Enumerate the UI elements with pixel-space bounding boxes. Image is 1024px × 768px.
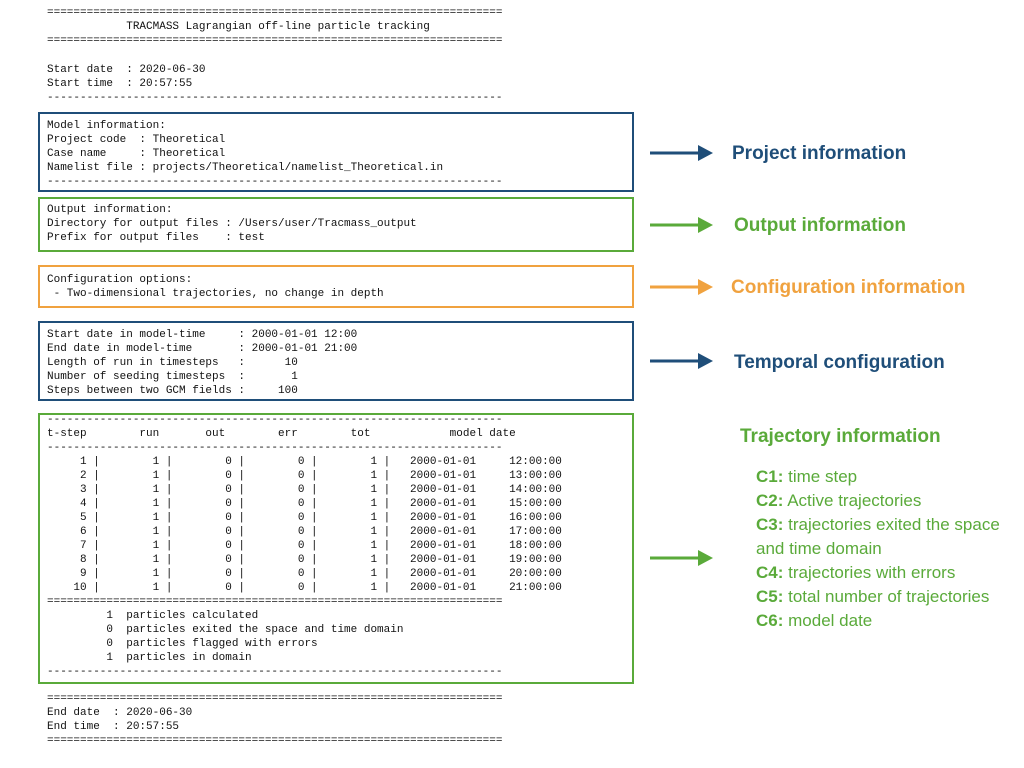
legend-item-c2: C2: Active trajectories (756, 489, 1006, 513)
output-info-block: Output information: Directory for output… (47, 204, 417, 244)
project-arrow-icon (650, 145, 713, 161)
legend-text: time step (783, 467, 858, 486)
project-info-label: Project information (732, 143, 907, 164)
legend-code: C5: (756, 587, 784, 606)
legend-text: trajectories with errors (783, 563, 956, 582)
legend-item-c4: C4: trajectories with errors (756, 561, 1006, 585)
start-block: Start date : 2020-06-30 Start time : 20:… (47, 64, 503, 104)
legend-item-c1: C1: time step (756, 465, 1006, 489)
configuration-info-label: Configuration information (731, 277, 966, 298)
temporal-info-frame (38, 321, 634, 401)
legend-code: C6: (756, 611, 784, 630)
legend-text: model date (783, 611, 873, 630)
output-info-frame (38, 197, 634, 252)
trajectory-info-frame (38, 413, 634, 684)
configuration-arrow-icon (650, 279, 713, 295)
trajectory-info-label: Trajectory information (740, 426, 941, 447)
legend-item-c6: C6: model date (756, 609, 1006, 633)
legend-text: Active trajectories (783, 491, 922, 510)
legend-text: trajectories exited the space and time d… (756, 515, 1000, 558)
trajectory-info-block: ----------------------------------------… (47, 414, 562, 678)
legend-code: C2: (756, 491, 784, 510)
trajectory-arrow-icon (650, 550, 713, 566)
legend-item-c5: C5: total number of trajectories (756, 585, 1006, 609)
config-info-frame (38, 265, 634, 308)
legend-code: C1: (756, 467, 784, 486)
config-info-block: Configuration options: - Two-dimensional… (47, 274, 384, 300)
column-legend: C1: time step C2: Active trajectories C3… (756, 465, 1006, 633)
legend-text: total number of trajectories (783, 587, 990, 606)
model-info-block: Model information: Project code : Theore… (47, 120, 503, 188)
output-arrow-icon (650, 217, 713, 233)
legend-code: C4: (756, 563, 784, 582)
output-info-label: Output information (734, 215, 907, 236)
legend-code: C3: (756, 515, 784, 534)
header-block: ========================================… (47, 7, 503, 47)
temporal-info-block: Start date in model-time : 2000-01-01 12… (47, 329, 358, 397)
temporal-arrow-icon (650, 353, 713, 369)
legend-item-c3: C3: trajectories exited the space and ti… (756, 513, 1006, 561)
temporal-config-label: Temporal configuration (734, 352, 945, 373)
project-info-frame (38, 112, 634, 192)
end-block: ========================================… (47, 693, 503, 747)
